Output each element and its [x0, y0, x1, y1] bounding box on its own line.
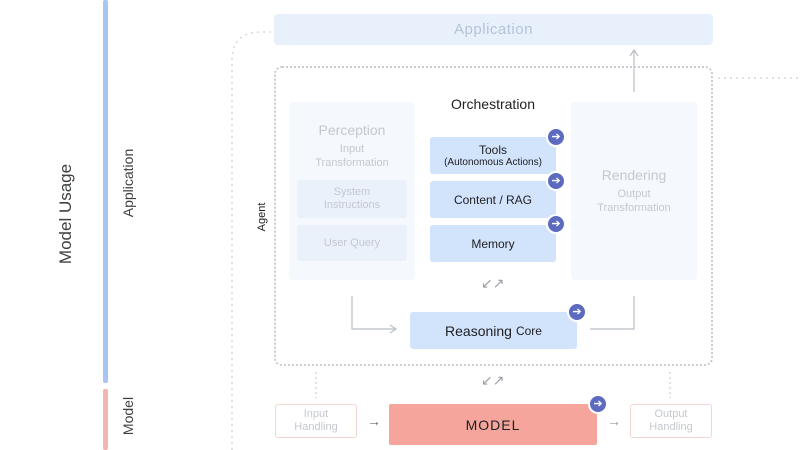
bidirectional-arrow-icon: ↙↗ [481, 372, 505, 388]
rendering-title: Rendering [601, 167, 667, 183]
arrow-right-circle-icon[interactable]: ➔ [569, 304, 585, 320]
tools-sublabel: (Autonomous Actions) [444, 157, 542, 168]
arrow-right-circle-icon[interactable]: ➔ [548, 216, 564, 232]
orchestration-title: Orchestration [450, 96, 536, 112]
reasoning-core-box: Reasoning Core [410, 312, 577, 349]
arrow-right-circle-icon[interactable]: ➔ [590, 396, 606, 412]
perception-subtitle: Input Transformation [315, 143, 389, 169]
perception-panel: Perception Input Transformation System I… [289, 102, 415, 280]
application-top-title: Application [454, 21, 533, 38]
user-query-label: User Query [323, 237, 381, 249]
memory-box: Memory [430, 225, 556, 262]
output-handling-box: Output Handling [630, 404, 712, 438]
user-query-box: User Query [297, 225, 407, 261]
memory-label: Memory [471, 236, 515, 251]
tools-box: Tools (Autonomous Actions) [430, 137, 556, 174]
rendering-panel: Rendering Output Transformation [571, 102, 697, 280]
input-handling-box: Input Handling [275, 404, 357, 438]
tools-label: Tools [478, 143, 507, 157]
content-rag-label: Content / RAG [453, 192, 533, 207]
arrow-icon: → [367, 413, 381, 429]
arrow-right-circle-icon[interactable]: ➔ [548, 173, 564, 189]
perception-title: Perception [318, 122, 386, 138]
model-box: MODEL [389, 404, 597, 445]
output-handling-label: Output Handling [649, 408, 693, 433]
model-label: MODEL [465, 416, 521, 433]
model-layer-bar [103, 389, 108, 450]
application-top-box: Application [274, 14, 713, 45]
reasoning-core-label: Core [515, 323, 542, 338]
arrow-icon: → [607, 413, 621, 429]
input-handling-label: Input Handling [294, 408, 338, 433]
agent-label: Agent [256, 202, 268, 232]
arrow-right-circle-icon[interactable]: ➔ [548, 129, 564, 145]
system-instructions-box: System Instructions [297, 180, 407, 218]
rendering-subtitle: Output Transformation [597, 188, 671, 214]
bidirectional-arrow-icon: ↙↗ [481, 275, 505, 291]
system-instructions-label: System Instructions [323, 186, 381, 211]
reasoning-label: Reasoning [445, 322, 512, 339]
content-rag-box: Content / RAG [430, 181, 556, 218]
agent-frame [274, 66, 713, 366]
application-layer-bar [103, 0, 108, 383]
